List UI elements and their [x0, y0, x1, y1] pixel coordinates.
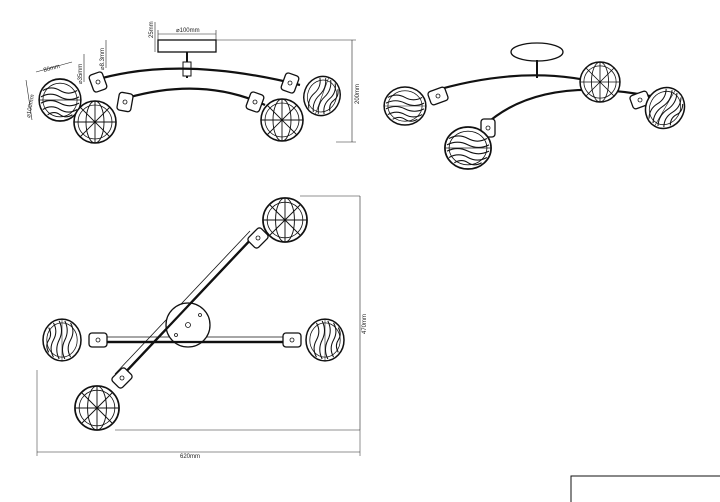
plan-shade-right [305, 318, 345, 362]
persp-shade-right [637, 79, 693, 137]
arm-lower [119, 87, 266, 106]
dim-socket-diameter: ⌀35mm [78, 64, 84, 84]
dim-plan-depth: 470mm [362, 314, 368, 334]
persp-shade-right-top [579, 61, 621, 103]
title-block [570, 475, 720, 502]
plan-canopy [165, 302, 211, 348]
plan-shade-top [262, 197, 308, 243]
arm-upper [94, 67, 301, 87]
shade-right-front [260, 98, 304, 142]
perspective-canopy [510, 42, 564, 62]
plan-shade-bottom [74, 385, 120, 431]
dim-shade-length: 80mm [43, 64, 61, 74]
persp-shade-left [383, 86, 427, 126]
perspective-view [383, 42, 693, 170]
side-dimensions: ⌀100mm 25mm ⌀8.3mm ⌀35mm 80mm ⌀100mm 200… [25, 21, 361, 143]
dim-plan-width: 620mm [180, 454, 200, 460]
plan-dimensions: 620mm 470mm [36, 195, 368, 460]
dim-shade-diameter: ⌀100mm [26, 94, 36, 118]
shade-right-back [297, 70, 347, 122]
canopy [157, 39, 217, 53]
dim-mount-height: 25mm [149, 21, 155, 38]
dim-total-height: 200mm [355, 84, 361, 104]
dim-canopy-diameter: ⌀100mm [176, 28, 200, 34]
shade-left-front [73, 100, 117, 144]
persp-shade-center [444, 126, 492, 170]
plan-view: 620mm 470mm [36, 195, 368, 460]
dim-arm-diameter: ⌀8.3mm [100, 48, 106, 70]
side-elevation-view: ⌀100mm 25mm ⌀8.3mm ⌀35mm 80mm ⌀100mm 200… [25, 21, 361, 144]
plan-shade-left [42, 318, 82, 362]
